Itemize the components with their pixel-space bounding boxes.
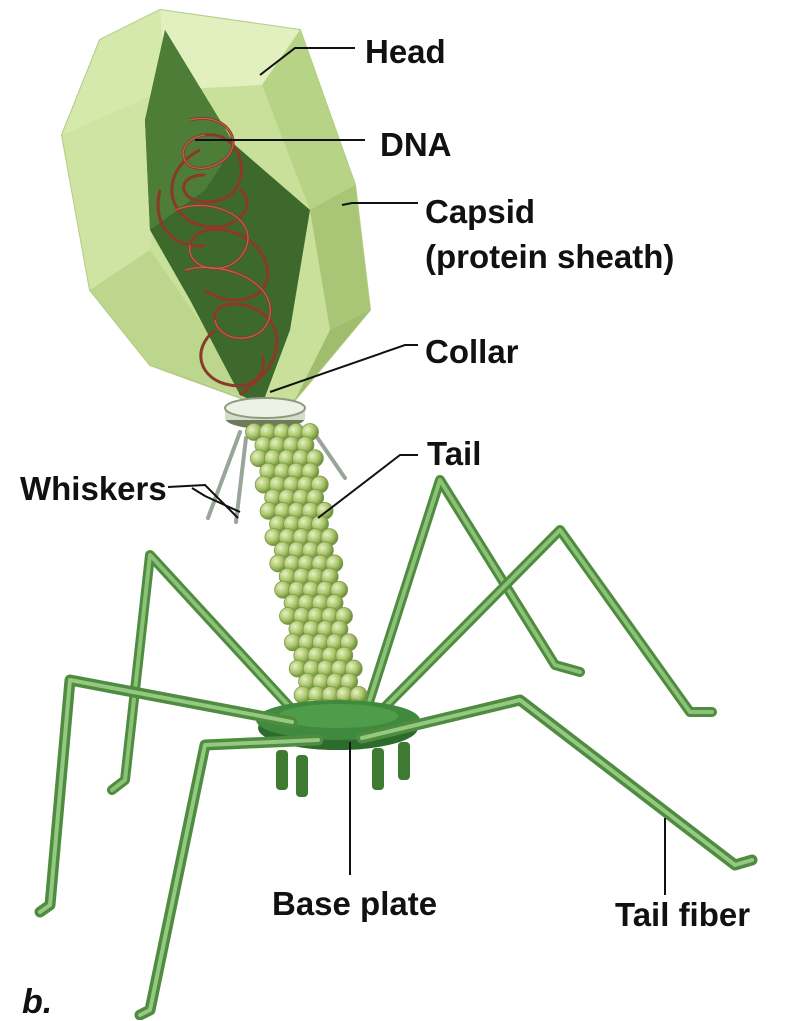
label-tail-fiber: Tail fiber (615, 898, 750, 931)
label-tail: Tail (427, 437, 481, 470)
label-collar: Collar (425, 335, 519, 368)
label-dna: DNA (380, 128, 452, 161)
label-capsid-subtitle: (protein sheath) (425, 240, 674, 273)
tail-fiber-front-center (140, 740, 318, 1015)
label-capsid: Capsid (425, 195, 535, 228)
label-base-plate: Base plate (272, 887, 437, 920)
panel-letter: b. (22, 985, 52, 1019)
tail-fiber-back-right-1 (368, 480, 580, 705)
tail-fibers-front (40, 680, 752, 1015)
tail-fiber-back-right-2 (380, 530, 712, 712)
label-whiskers: Whiskers (20, 472, 167, 505)
label-head: Head (365, 35, 446, 68)
